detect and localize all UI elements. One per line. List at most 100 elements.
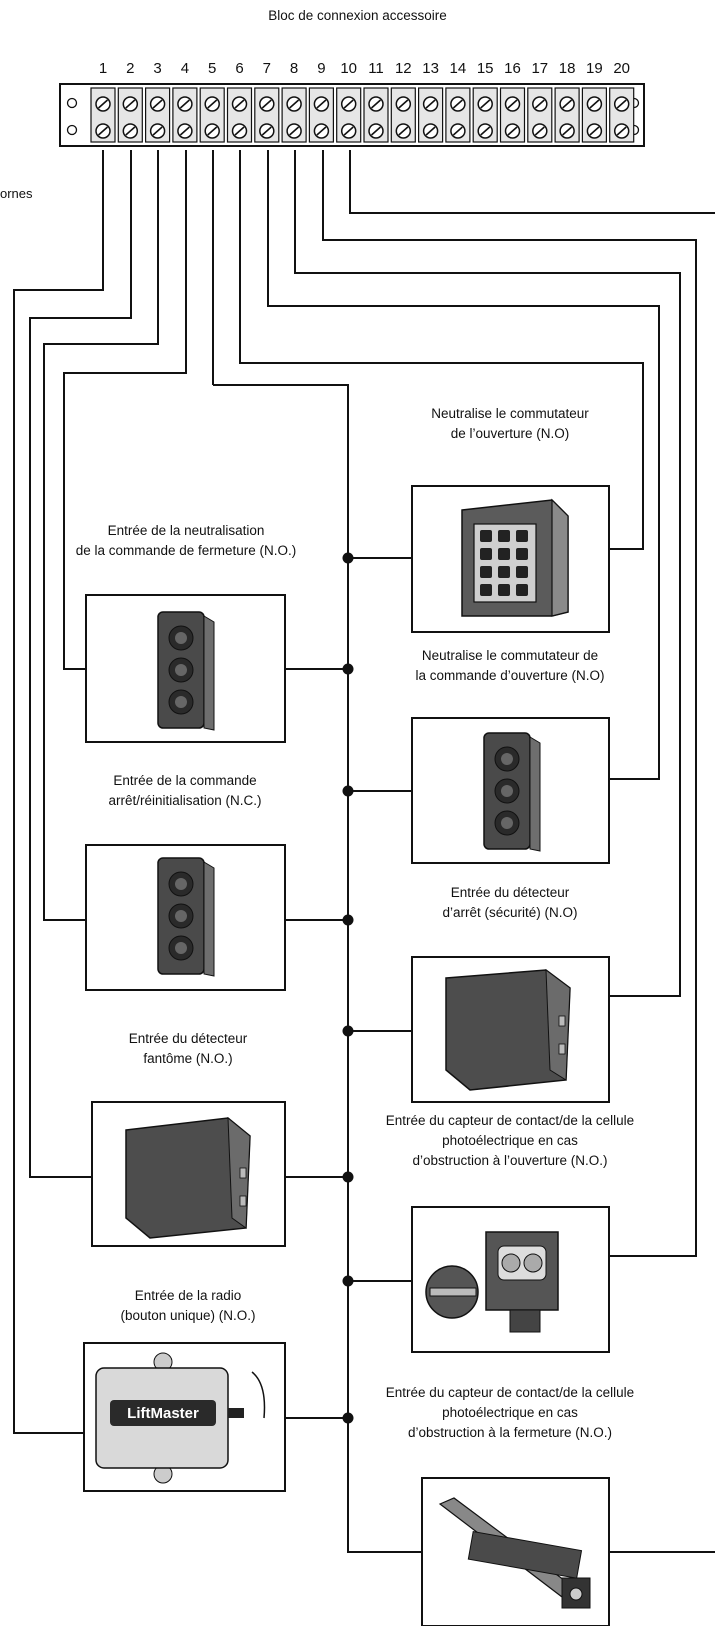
label-line: Entrée de la neutralisation (107, 523, 265, 538)
screw-slot (480, 99, 491, 109)
junction-dot (342, 1275, 354, 1287)
label-line: de l’ouverture (N.O) (450, 426, 570, 441)
screw-slot (289, 99, 300, 109)
screw-slot (234, 126, 245, 136)
label-line: Entrée du capteur de contact/de la cellu… (385, 1113, 635, 1128)
edge-label: ornes (0, 186, 33, 201)
terminal-number-label: 8 (289, 60, 299, 77)
terminal-number-label: 11 (368, 60, 384, 77)
keypad-key (516, 584, 528, 596)
terminal-number-label: 16 (504, 60, 521, 77)
wire-terminal-3 (43, 150, 159, 921)
terminal-number-label: 14 (449, 60, 467, 77)
photo-eye-icon (425, 1231, 559, 1333)
terminal-number-label: 13 (422, 60, 439, 77)
screw-slot (589, 99, 600, 109)
label-line: d’arrêt (sécurité) (N.O) (442, 905, 578, 920)
terminal-strip (59, 83, 645, 147)
screw-slot (507, 99, 518, 109)
label-line: la commande d’ouverture (N.O) (415, 668, 605, 683)
screw-slot (125, 99, 136, 109)
label-line: Entrée de la commande (113, 773, 257, 788)
wire-terminal-2 (29, 150, 132, 1178)
screw-slot (616, 99, 627, 109)
label-close-override: Entrée de la neutralisation de la comman… (56, 521, 316, 561)
screw-slot (562, 126, 573, 136)
screw-slot (507, 126, 518, 136)
label-line: Entrée de la radio (134, 1288, 242, 1303)
screw-slot (480, 126, 491, 136)
label-line: de la commande de fermeture (N.O.) (75, 543, 297, 558)
stop-detector-icon (445, 968, 571, 1091)
terminal-number-label: 7 (262, 60, 271, 77)
screw-slot (398, 99, 409, 109)
terminal-number-label: 20 (613, 60, 631, 77)
label-open-command-override: Neutralise le commutateur de la commande… (390, 646, 630, 686)
screw-slot (452, 126, 463, 136)
label-line: Neutralise le commutateur (431, 406, 589, 421)
terminal-number-label: 6 (235, 60, 244, 77)
terminal-number-label: 18 (558, 60, 576, 77)
wire-terminal-7 (267, 150, 660, 780)
terminal-number-label: 5 (208, 60, 217, 77)
phantom-detector-icon (125, 1116, 251, 1239)
screw-slot (398, 126, 409, 136)
label-open-override-keypad: Neutralise le commutateur de l’ouverture… (390, 404, 630, 444)
label-line: fantôme (N.O.) (143, 1051, 233, 1066)
screw-slot (370, 126, 382, 136)
screw-slot (152, 99, 163, 109)
terminal-number-label: 3 (153, 60, 162, 77)
junction-dots (342, 552, 354, 1424)
label-stop-detector: Entrée du détecteur d’arrêt (sécurité) (… (390, 883, 630, 923)
terminal-number-label: 17 (531, 60, 549, 77)
wire-terminal-4 (63, 150, 187, 670)
terminal-number-label: 19 (586, 60, 603, 77)
screw-slot (125, 126, 136, 136)
common-bus-wire (212, 150, 422, 1553)
terminal-number-label: 10 (340, 60, 358, 77)
screw-slot (97, 99, 109, 109)
screw-slot (534, 99, 545, 109)
screw-slot (425, 126, 436, 136)
screw-slot (207, 99, 218, 109)
screw-slot (370, 99, 382, 109)
wire-terminal-10 (349, 150, 715, 214)
terminal-number-label: 1 (98, 60, 108, 77)
keypad-key (480, 566, 492, 578)
label-phantom-detector: Entrée du détecteur fantôme (N.O.) (68, 1029, 308, 1069)
screw-slot (289, 126, 300, 136)
screw-slot (562, 99, 573, 109)
label-line: photoélectrique en cas (442, 1405, 578, 1420)
keypad-key (516, 530, 528, 542)
junction-dot (342, 914, 354, 926)
label-line: d’obstruction à la fermeture (N.O.) (407, 1425, 613, 1440)
keypad-key (498, 530, 510, 542)
label-line: photoélectrique en cas (442, 1133, 578, 1148)
keypad-key (516, 566, 528, 578)
label-line: Entrée du détecteur (450, 885, 570, 900)
screw-slot (452, 99, 463, 109)
wire-terminal-9 (322, 150, 697, 1257)
keypad-key (498, 548, 510, 560)
label-line: arrêt/réinitialisation (N.C.) (108, 793, 262, 808)
screw-slot (316, 126, 327, 136)
screw-slot (261, 126, 272, 136)
wires (13, 150, 715, 1553)
wire-terminal-1 (13, 150, 104, 1434)
junction-dot (342, 1171, 354, 1183)
terminal-number-label: 4 (180, 60, 190, 77)
label-close-photo-eye: Entrée du capteur de contact/de la cellu… (362, 1383, 658, 1443)
screw-slot (534, 126, 545, 136)
wire-terminal-8 (294, 150, 681, 997)
close-photo-eye-icon (438, 1497, 591, 1609)
keypad-key (516, 548, 528, 560)
push-button-station-icon (157, 857, 215, 977)
push-button-station-icon (157, 611, 215, 731)
label-line: d’obstruction à l’ouverture (N.O.) (412, 1153, 608, 1168)
screw-slot (589, 126, 600, 136)
terminal-number-label: 12 (394, 60, 412, 77)
screw-slot (152, 126, 163, 136)
keypad-icon (461, 498, 569, 617)
screw-slot (616, 126, 627, 136)
